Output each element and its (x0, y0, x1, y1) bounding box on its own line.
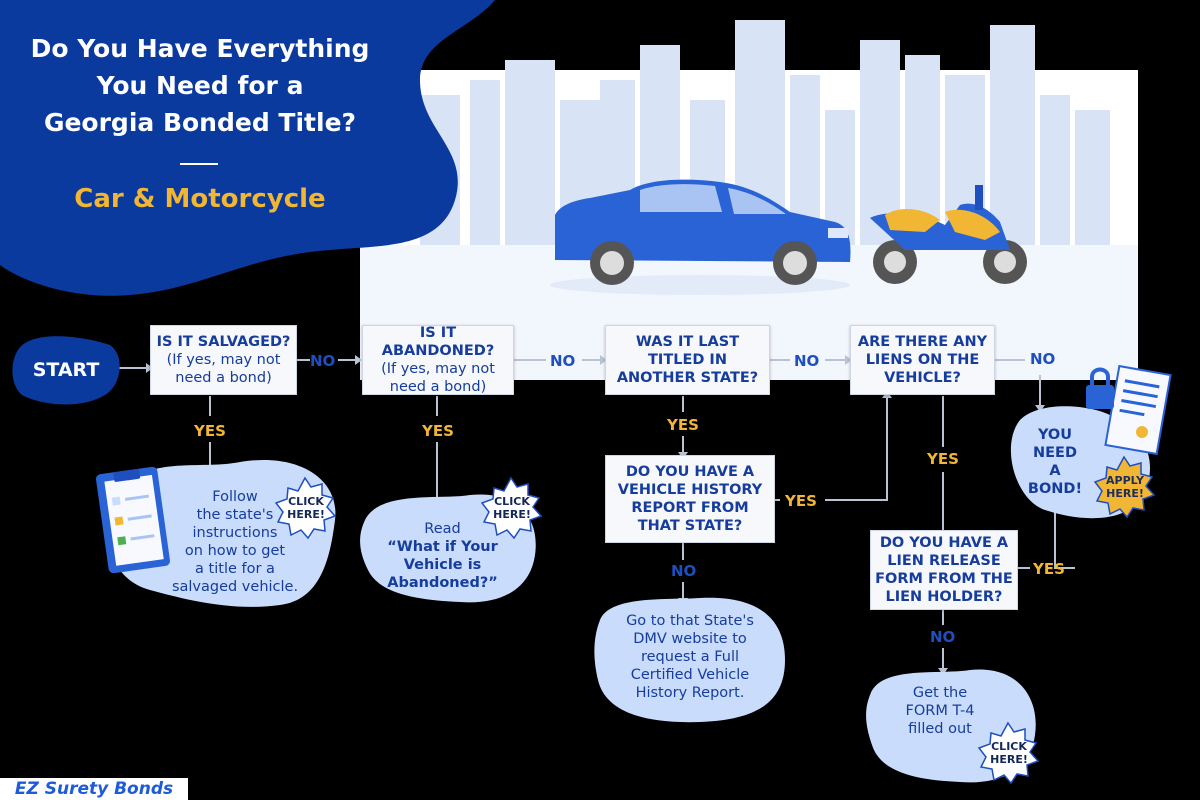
question-history-report-line-3: REPORT FROM (631, 500, 749, 516)
title-line-2: You Need for a (96, 71, 304, 100)
outcome-bond-line-3: A BOND! (1027, 463, 1083, 497)
label-yes-lien-release: YES (1033, 560, 1065, 578)
question-other-state: WAS IT LAST TITLED IN ANOTHER STATE? (605, 325, 770, 395)
outcome-abandoned-line-2: Vehicle is (403, 557, 482, 573)
connector-lines (117, 359, 1075, 668)
apply-here-line-1: APPLY (1106, 474, 1144, 487)
title-line-1: Do You Have Everything (30, 34, 370, 63)
question-lien-release-line-1: DO YOU HAVE A (879, 535, 1009, 551)
starburst-shapes (274, 455, 1156, 785)
outcome-salvaged-line-4: on how to get (184, 543, 286, 559)
question-lien-release: DO YOU HAVE A LIEN RELEASE FORM FROM THE… (870, 530, 1018, 610)
label-no-salvaged: NO (310, 352, 336, 370)
question-abandoned: IS IT ABANDONED? (If yes, may not need a… (362, 325, 514, 395)
question-salvaged-heading: IS IT SALVAGED? (156, 334, 291, 350)
outcome-salvaged-text: Follow the state's instructions on how t… (160, 488, 310, 596)
question-salvaged-note-1: (If yes, may not (166, 352, 281, 368)
start-blob (12, 336, 120, 405)
label-yes-salvaged: YES (194, 422, 226, 440)
title-blob (0, 0, 495, 296)
label-no-liens: NO (1030, 350, 1056, 368)
car-illustration (550, 179, 851, 295)
title-divider (180, 163, 218, 165)
outcome-blob-dmv (594, 597, 785, 723)
outcome-t4-line-3: filled out (908, 721, 972, 737)
outcome-bond-line-2: NEED (1033, 445, 1077, 461)
brand-logo: EZ Surety Bonds (0, 778, 188, 800)
label-no-history-report: NO (671, 562, 697, 580)
question-liens-line-3: VEHICLE? (884, 370, 961, 386)
outcome-blob-salvaged (107, 459, 336, 607)
label-yes-abandoned: YES (422, 422, 454, 440)
question-lien-release-line-3: FORM FROM THE (875, 571, 1013, 587)
page-subtitle: Car & Motorcycle (74, 184, 326, 214)
outcome-salvaged-line-1: Follow (212, 489, 258, 505)
outcome-abandoned-read: Read (424, 521, 461, 537)
question-liens-line-2: LIENS ON THE (865, 352, 980, 368)
outcome-salvaged-line-2: the state's (196, 507, 274, 523)
question-abandoned-note-1: (If yes, may not (381, 361, 495, 377)
click-here-salvaged[interactable]: CLICK HERE! (283, 495, 329, 521)
label-no-other-state: NO (794, 352, 820, 370)
outcome-dmv-line-3: request a Full (640, 649, 740, 665)
outcome-dmv-line-5: History Report. (635, 685, 745, 701)
apply-here-button[interactable]: APPLY HERE! (1102, 474, 1148, 500)
clipboard-illustration (95, 466, 171, 574)
outcome-bond-line-1: YOU (1037, 427, 1073, 443)
click-here-t4[interactable]: CLICK HERE! (986, 740, 1032, 766)
click-here-t4-line-1: CLICK (991, 740, 1027, 753)
question-other-state-line-3: ANOTHER STATE? (616, 370, 759, 386)
label-no-lien-release: NO (930, 628, 956, 646)
label-yes-liens: YES (927, 450, 959, 468)
question-liens: ARE THERE ANY LIENS ON THE VEHICLE? (850, 325, 995, 395)
outcome-abandoned-text: Read “What if Your Vehicle is Abandoned?… (370, 520, 515, 592)
outcome-salvaged-line-5: a title for a (195, 561, 275, 577)
outcome-salvaged-line-3: instructions (192, 525, 278, 541)
apply-here-line-2: HERE! (1106, 487, 1144, 500)
question-other-state-line-2: TITLED IN (648, 352, 727, 368)
title-line-3: Georgia Bonded Title? (43, 108, 357, 137)
outcome-dmv-line-1: Go to that State's (626, 613, 754, 629)
outcome-salvaged-line-6: salvaged vehicle. (171, 579, 299, 595)
question-lien-release-line-4: LIEN HOLDER? (885, 589, 1003, 605)
label-no-abandoned: NO (550, 352, 576, 370)
start-node: START (32, 359, 100, 381)
click-here-abandoned-line-1: CLICK (494, 495, 530, 508)
label-yes-history-report: YES (785, 492, 817, 510)
click-here-t4-line-2: HERE! (990, 753, 1028, 766)
outcome-dmv-line-4: Certified Vehicle (630, 667, 750, 683)
click-here-abandoned[interactable]: CLICK HERE! (489, 495, 535, 521)
page-title: Do You Have Everything You Need for a Ge… (20, 30, 380, 141)
motorcycle-illustration (870, 185, 1027, 284)
question-lien-release-line-2: LIEN RELEASE (887, 553, 1001, 569)
outcome-abandoned-line-3: Abandoned?” (387, 575, 498, 591)
question-history-report-line-2: VEHICLE HISTORY (617, 482, 763, 498)
bond-document-illustration (1086, 364, 1172, 456)
outcome-t4-line-1: Get the (912, 685, 968, 701)
click-here-salvaged-line-2: HERE! (287, 508, 325, 521)
click-here-salvaged-line-1: CLICK (288, 495, 324, 508)
outcome-abandoned-line-1: “What if Your (387, 539, 498, 555)
question-liens-line-1: ARE THERE ANY (857, 334, 988, 350)
outcome-t4-text: Get the FORM T-4 filled out (885, 684, 995, 738)
outcome-t4-line-2: FORM T-4 (905, 703, 975, 719)
question-salvaged: IS IT SALVAGED? (If yes, may not need a … (150, 325, 297, 395)
question-history-report: DO YOU HAVE A VEHICLE HISTORY REPORT FRO… (605, 455, 775, 543)
question-abandoned-heading: IS IT ABANDONED? (381, 325, 495, 359)
outcome-dmv-line-2: DMV website to (633, 631, 747, 647)
question-abandoned-note-2: need a bond) (389, 379, 487, 395)
question-salvaged-note-2: need a bond) (175, 370, 272, 386)
question-history-report-line-4: THAT STATE? (637, 518, 743, 534)
outcome-dmv-text: Go to that State's DMV website to reques… (605, 612, 775, 702)
outcome-bond-text: YOU NEED A BOND! (1020, 426, 1090, 498)
question-other-state-line-1: WAS IT LAST (635, 334, 740, 350)
label-yes-other-state: YES (667, 416, 699, 434)
click-here-abandoned-line-2: HERE! (493, 508, 531, 521)
question-history-report-line-1: DO YOU HAVE A (625, 464, 755, 480)
